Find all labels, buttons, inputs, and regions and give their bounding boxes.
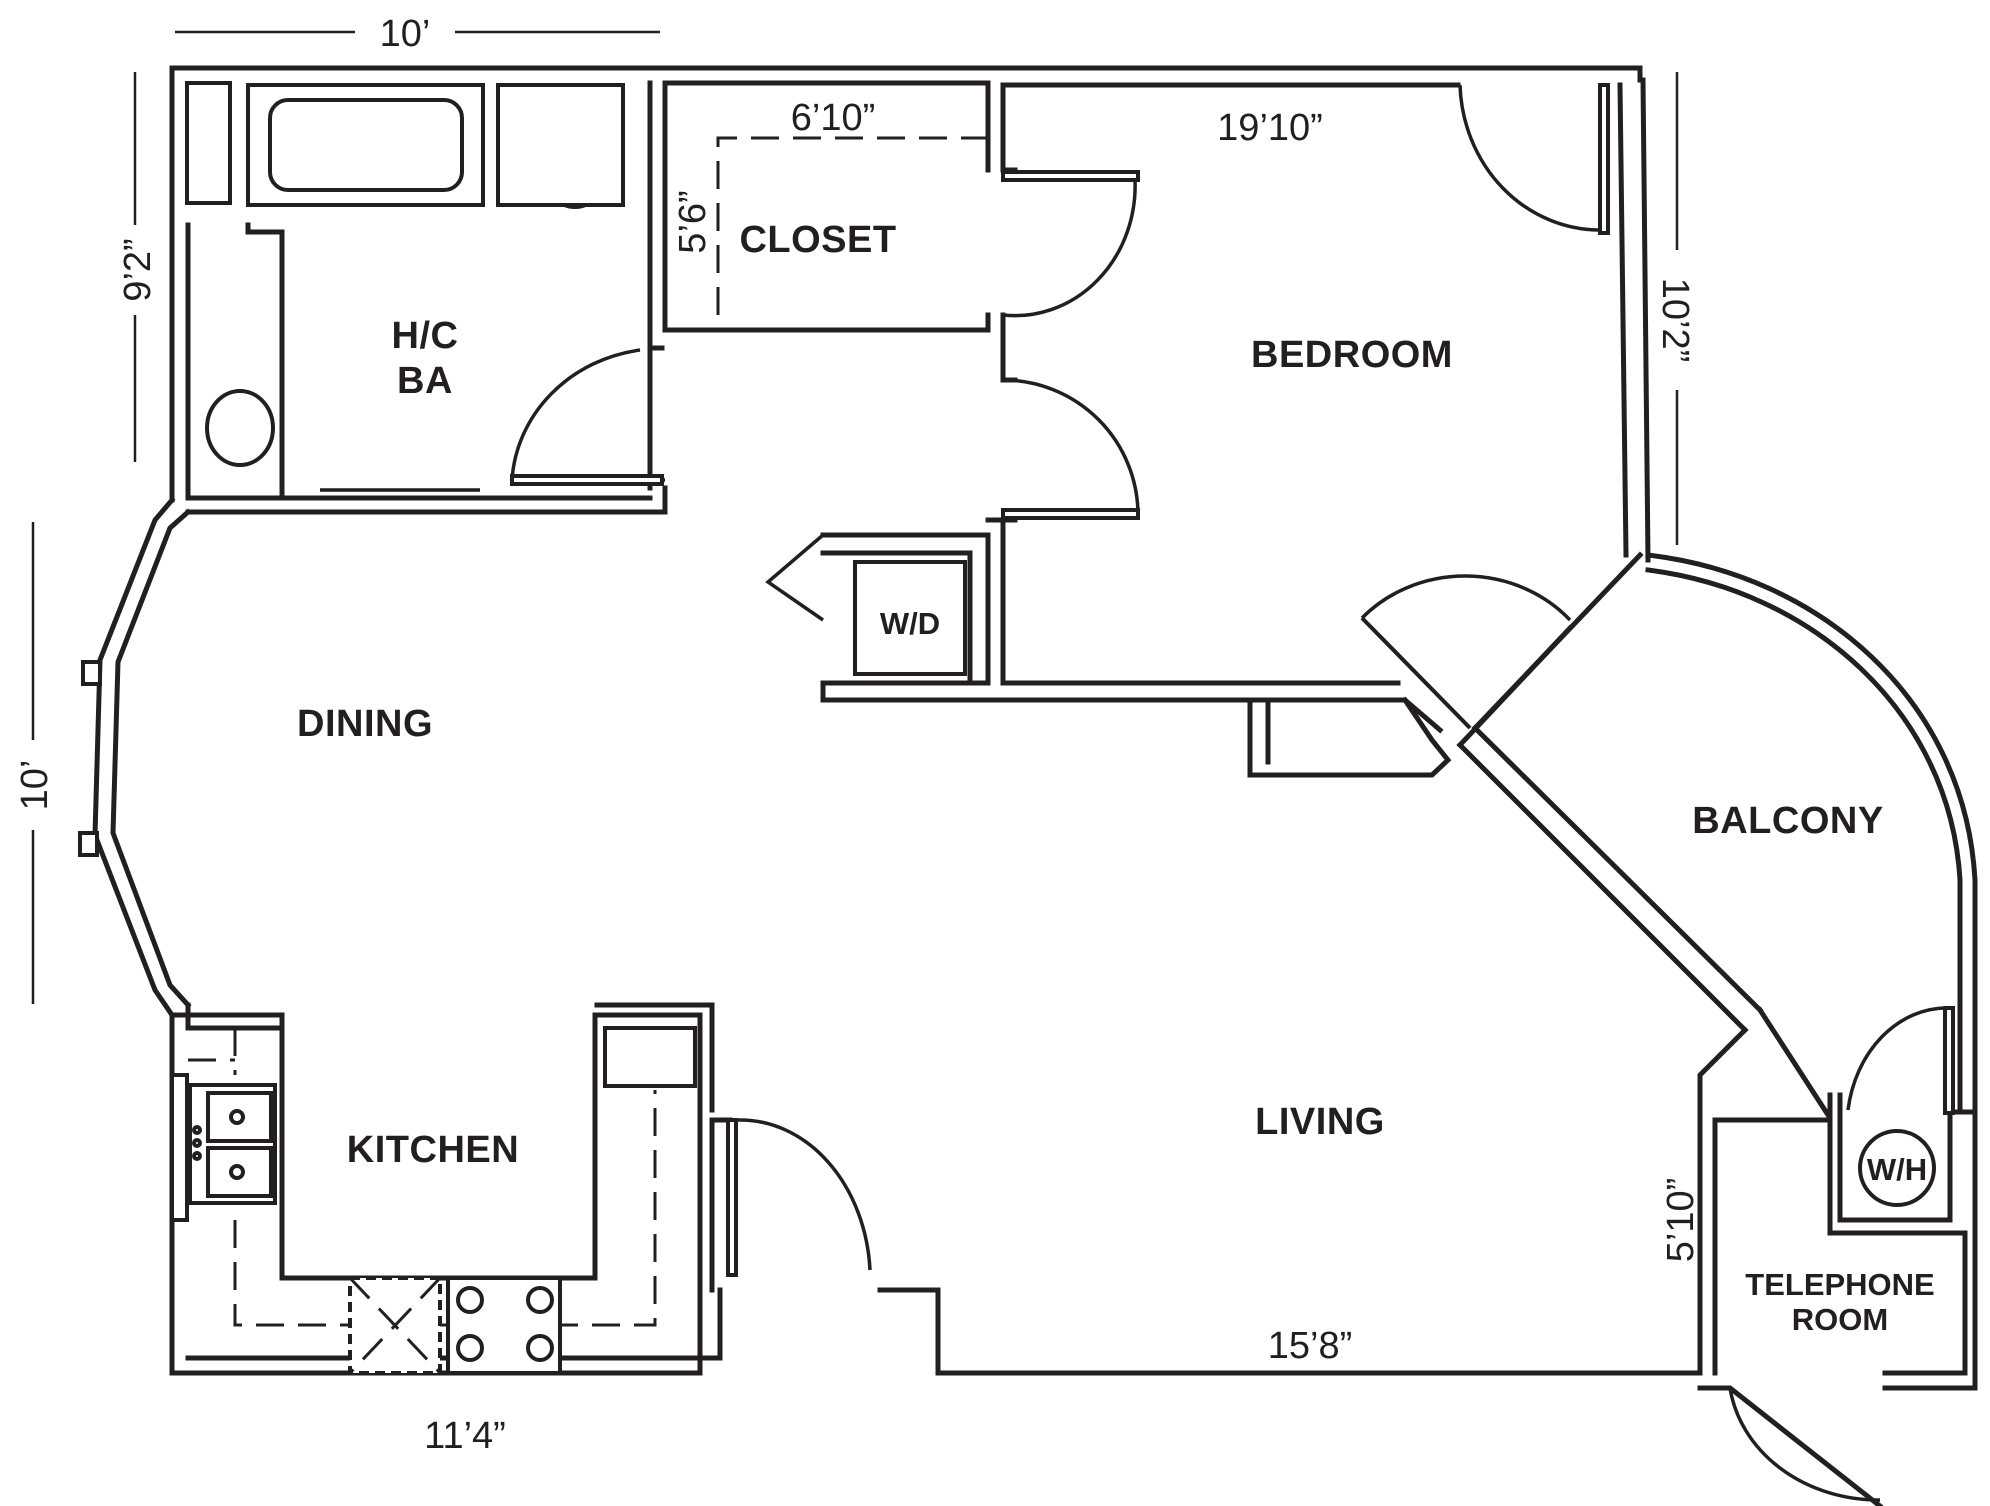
bath-fixtures — [185, 81, 625, 492]
telephone-room-label-line2: ROOM — [1792, 1302, 1888, 1337]
bedroom-label: BEDROOM — [1251, 334, 1453, 376]
washer-dryer-label: W/D — [880, 606, 940, 641]
dim-closet-depth: 5’6” — [672, 190, 714, 253]
dimension-labels: 10’ 9’2” 10’ 6’10” 5’6” 19’10” 10’2” 5’1… — [14, 13, 1702, 1457]
dim-living-depth: 5’10” — [1660, 1178, 1702, 1263]
doors — [510, 83, 1955, 1506]
dining-label: DINING — [297, 703, 433, 745]
room-labels: CLOSET H/C BA BEDROOM W/D DINING BALCONY… — [297, 219, 1935, 1337]
telephone-room-label-line1: TELEPHONE — [1745, 1267, 1934, 1302]
living-label: LIVING — [1255, 1101, 1385, 1143]
water-heater — [1858, 1129, 1936, 1207]
dim-living-width: 15’8” — [1268, 1325, 1353, 1367]
water-heater-label: W/H — [1867, 1152, 1927, 1187]
closet-rod — [716, 136, 988, 315]
bath-sink — [205, 389, 275, 467]
dim-top-width: 10’ — [380, 13, 431, 55]
dim-closet-width: 6’10” — [791, 97, 876, 139]
dim-bath-height: 9’2” — [117, 238, 159, 301]
dim-bedroom-width: 19’10” — [1217, 107, 1323, 149]
kitchen-label: KITCHEN — [347, 1129, 519, 1171]
closet-label: CLOSET — [739, 219, 896, 261]
dim-kitchen-width: 11’4” — [424, 1415, 506, 1457]
dim-dining-height: 10’ — [14, 760, 56, 811]
bath-label-line1: H/C — [392, 315, 459, 357]
balcony-label: BALCONY — [1692, 800, 1883, 842]
walls — [78, 65, 1978, 1506]
kitchen-fixtures — [170, 1028, 657, 1375]
dim-bedroom-depth: 10’2” — [1654, 278, 1696, 363]
dimension-lines — [31, 30, 1679, 1004]
bath-label-line2: BA — [397, 360, 453, 402]
